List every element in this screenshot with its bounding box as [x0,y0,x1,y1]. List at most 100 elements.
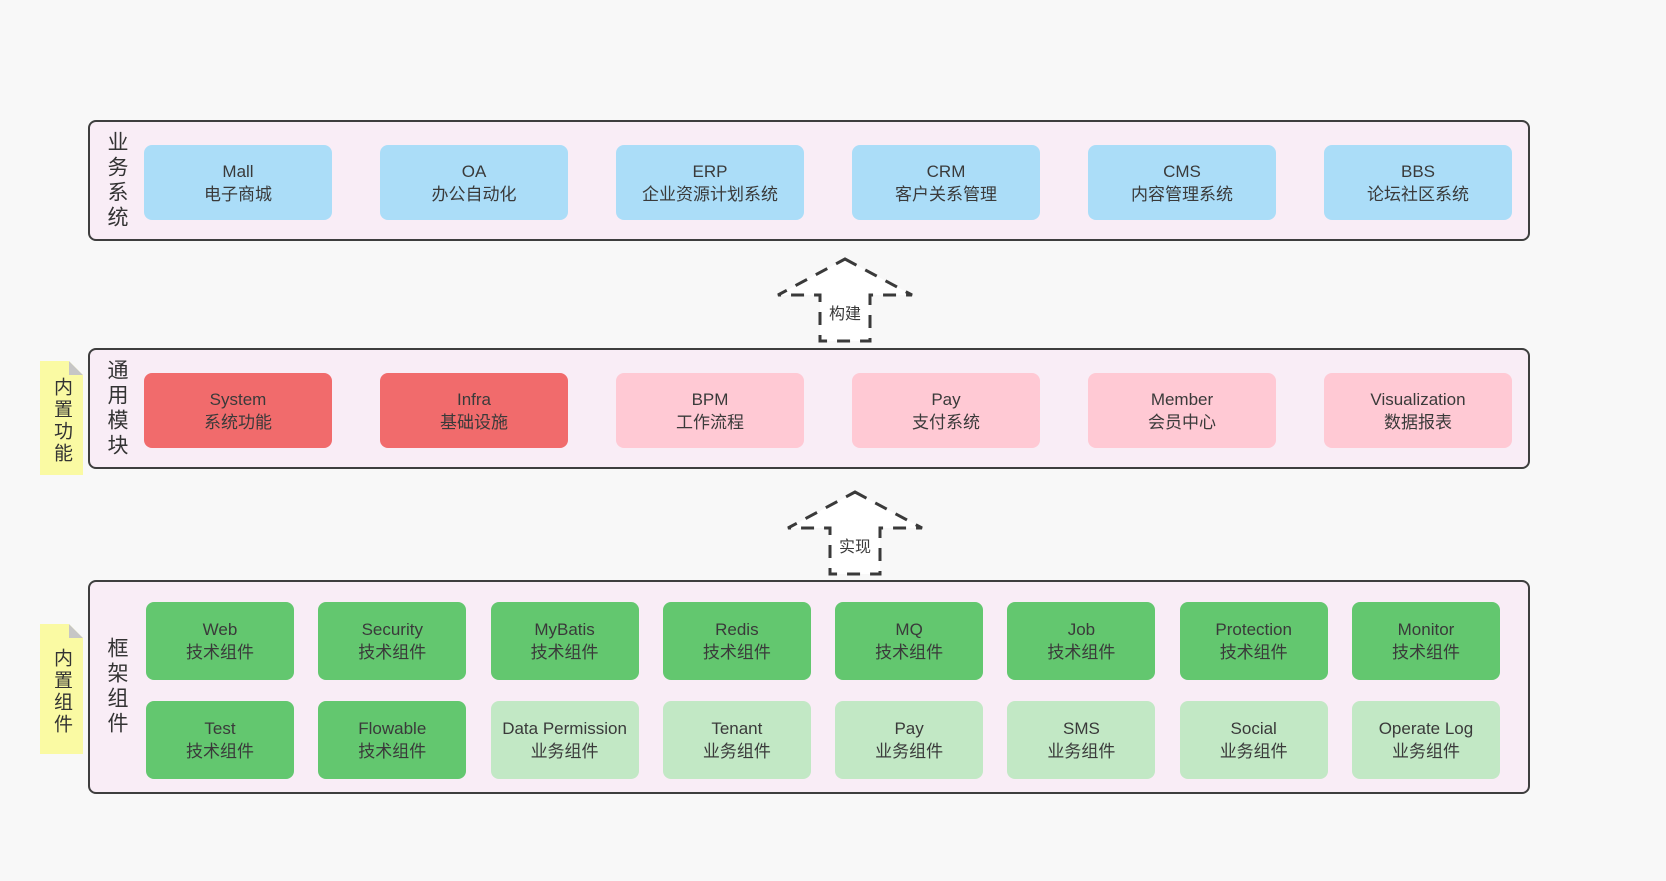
box-title: BPM [691,389,729,409]
sticky-note-built-in-features: 内置功能 [40,361,83,475]
box-mq: MQ 技术组件 [835,602,984,680]
box-title: MQ [895,620,923,639]
box-visualization: Visualization 数据报表 [1324,373,1512,448]
box-title: Monitor [1397,620,1455,639]
box-title: MyBatis [534,620,595,639]
box-bbs: BBS 论坛社区系统 [1324,145,1512,220]
box-title: Web [202,620,238,639]
box-subtitle: 业务组件 [702,742,771,761]
box-subtitle: 技术组件 [358,643,427,662]
box-mall: Mall 电子商城 [144,145,332,220]
box-subtitle: 技术组件 [875,643,944,662]
box-title: CRM [926,161,966,181]
box-sms: SMS 业务组件 [1007,701,1156,779]
box-title: Mall [222,161,254,181]
box-title: ERP [692,161,728,181]
box-title: Job [1067,620,1096,639]
box-monitor: Monitor 技术组件 [1351,602,1500,680]
box-title: Social [1230,719,1277,738]
box-subtitle: 会员中心 [1148,412,1216,432]
box-subtitle: 基础设施 [440,412,508,432]
box-pay-module: Pay 支付系统 [852,373,1040,448]
box-tenant: Tenant 业务组件 [662,701,811,779]
box-subtitle: 技术组件 [1219,643,1288,662]
build-arrow-label: 构建 [825,299,865,325]
box-title: SMS [1062,719,1100,738]
box-subtitle: 业务组件 [530,742,599,761]
box-flowable: Flowable 技术组件 [318,701,467,779]
box-operate-log: Operate Log 业务组件 [1351,701,1500,779]
box-mybatis: MyBatis 技术组件 [490,602,639,680]
box-subtitle: 业务组件 [1391,742,1460,761]
box-subtitle: 技术组件 [1391,643,1460,662]
box-title: Test [204,719,236,738]
box-web: Web 技术组件 [146,602,294,680]
section-components-label: 框架组件 [105,637,128,737]
box-subtitle: 企业资源计划系统 [642,184,778,204]
box-title: System [209,389,267,409]
box-erp: ERP 企业资源计划系统 [616,145,804,220]
box-subtitle: 业务组件 [1219,742,1288,761]
sticky-note-built-in-components: 内置组件 [40,624,83,754]
modules-boxes-row: System 系统功能 Infra 基础设施 BPM 工作流程 Pay 支付系统… [144,373,1512,448]
section-business-systems: 业务系统 Mall 电子商城 OA 办公自动化 ERP 企业资源计划系统 CRM… [88,120,1530,241]
box-title: Redis [715,620,759,639]
section-business-label: 业务系统 [105,130,128,231]
box-title: Protection [1215,620,1292,639]
box-subtitle: 支付系统 [912,412,980,432]
box-subtitle: 技术组件 [186,643,254,662]
box-title: Operate Log [1378,719,1474,738]
box-title: Visualization [1370,389,1466,409]
box-system: System 系统功能 [144,373,332,448]
box-title: BBS [1400,161,1436,181]
box-redis: Redis 技术组件 [662,602,811,680]
box-subtitle: 系统功能 [204,412,272,432]
box-title: Tenant [711,719,763,738]
box-bpm: BPM 工作流程 [616,373,804,448]
note-text: 内置功能 [51,377,72,465]
box-infra: Infra 基础设施 [380,373,568,448]
box-subtitle: 技术组件 [186,742,254,761]
box-subtitle: 技术组件 [530,643,599,662]
box-subtitle: 数据报表 [1384,412,1452,432]
implement-arrow: 实现 [785,489,925,577]
box-crm: CRM 客户关系管理 [852,145,1040,220]
box-title: Member [1150,389,1214,409]
components-row-2: Test 技术组件 Flowable 技术组件 Data Permission … [146,701,1500,779]
box-subtitle: 业务组件 [875,742,944,761]
box-title: Security [361,620,423,639]
box-subtitle: 工作流程 [676,412,744,432]
box-member: Member 会员中心 [1088,373,1276,448]
box-protection: Protection 技术组件 [1179,602,1328,680]
box-subtitle: 技术组件 [702,643,771,662]
box-cms: CMS 内容管理系统 [1088,145,1276,220]
box-title: Pay [894,719,924,738]
box-oa: OA 办公自动化 [380,145,568,220]
section-framework-components: 内置组件 框架组件 Web 技术组件 Security 技术组件 MyBatis… [88,580,1530,794]
box-data-permission: Data Permission 业务组件 [490,701,639,779]
box-title: Pay [931,389,961,409]
box-title: OA [461,161,487,181]
box-subtitle: 技术组件 [1047,643,1116,662]
box-title: CMS [1163,161,1201,181]
section-modules-label: 通用模块 [105,358,128,459]
implement-arrow-label: 实现 [835,532,875,558]
box-subtitle: 论坛社区系统 [1367,184,1469,204]
box-subtitle: 业务组件 [1047,742,1116,761]
box-title: Flowable [358,719,427,738]
box-social: Social 业务组件 [1179,701,1328,779]
section-common-modules: 内置功能 通用模块 System 系统功能 Infra 基础设施 BPM 工作流… [88,348,1530,469]
box-title: Data Permission [502,719,627,738]
box-job: Job 技术组件 [1007,602,1156,680]
box-subtitle: 客户关系管理 [895,184,997,204]
box-subtitle: 办公自动化 [431,184,517,204]
box-subtitle: 电子商城 [204,184,272,204]
box-security: Security 技术组件 [318,602,467,680]
box-subtitle: 内容管理系统 [1131,184,1233,204]
box-subtitle: 技术组件 [358,742,427,761]
box-title: Infra [456,389,492,409]
business-boxes-row: Mall 电子商城 OA 办公自动化 ERP 企业资源计划系统 CRM 客户关系… [144,145,1512,220]
note-text: 内置组件 [51,648,72,736]
components-row-1: Web 技术组件 Security 技术组件 MyBatis 技术组件 Redi… [146,602,1500,680]
box-pay-component: Pay 业务组件 [835,701,984,779]
